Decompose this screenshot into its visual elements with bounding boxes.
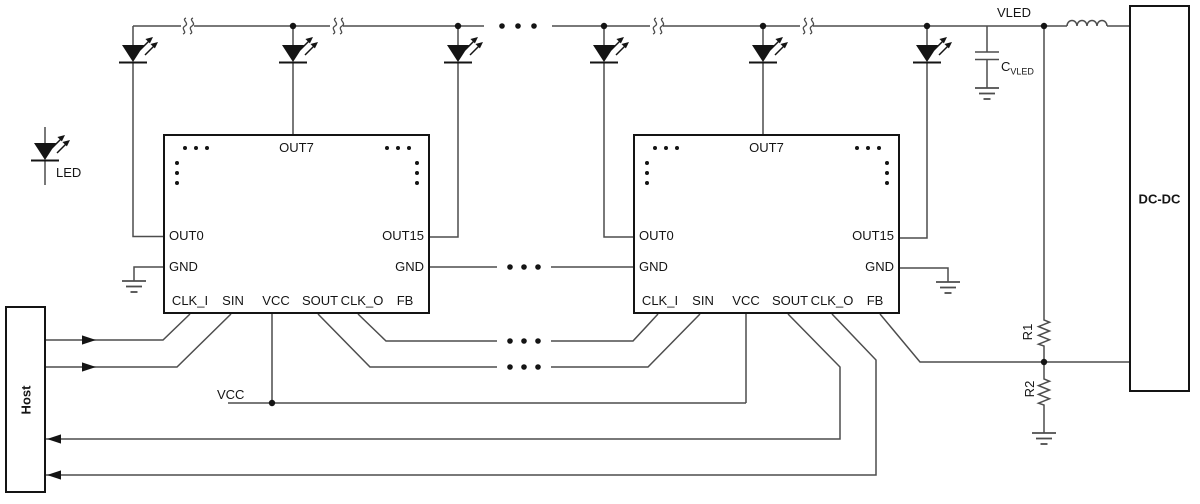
arrow-right-icon (82, 362, 96, 372)
led-string-wires (44, 26, 928, 239)
pin-clk-o: CLK_O (340, 293, 384, 308)
led-icon (118, 36, 159, 64)
pin-out0: OUT0 (639, 228, 674, 243)
vcc-rail-wire (228, 314, 747, 404)
host-block: Host (5, 306, 46, 493)
inductor-icon (1066, 19, 1108, 27)
host-rx-wires (46, 313, 877, 476)
resistor-r2-icon (1037, 376, 1051, 407)
ic-ellipsis-dots (175, 146, 889, 185)
pin-sin: SIN (692, 293, 714, 308)
rail-continuation-dots (499, 23, 537, 29)
pin-clk-o: CLK_O (810, 293, 854, 308)
pin-gnd-left: GND (639, 259, 668, 274)
ground-wires (133, 266, 949, 282)
led-legend-label: LED (56, 165, 82, 180)
ground-icon (1031, 432, 1057, 445)
wire-break-icon (802, 17, 815, 35)
gnd-continuation-dots (507, 264, 541, 270)
led-driver-ic-1: OUT7 OUT0 GND OUT15 GND CLK_I SIN VCC SO… (163, 134, 430, 314)
ground-icon (974, 87, 1000, 100)
led-icon (748, 36, 789, 64)
vcc-rail-label: VCC (217, 387, 245, 402)
pin-out15: OUT15 (382, 228, 424, 243)
pin-fb: FB (866, 293, 884, 308)
arrow-left-icon (47, 434, 61, 444)
pin-out0: OUT0 (169, 228, 204, 243)
pin-out7: OUT7 (279, 140, 314, 155)
arrow-right-icon (82, 335, 96, 345)
vled-label: VLED (997, 5, 1031, 20)
wire-break-icon (182, 17, 195, 35)
pin-fb: FB (396, 293, 414, 308)
chain-continuation-dots (507, 338, 541, 370)
r1-label: R1 (1020, 323, 1035, 341)
host-tx-wires (46, 313, 232, 368)
cvled-capacitor-icon (975, 26, 999, 88)
r2-label: R2 (1022, 380, 1037, 398)
dcdc-label: DC-DC (1138, 191, 1181, 206)
led-driver-ic-2: OUT7 OUT0 GND OUT15 GND CLK_I SIN VCC SO… (633, 134, 900, 314)
ground-icon (121, 280, 147, 293)
pin-gnd-right: GND (865, 259, 894, 274)
led-icon (443, 36, 484, 64)
feedback-wires (879, 26, 1129, 433)
pin-sout: SOUT (771, 293, 809, 308)
wire-break-icon (652, 17, 665, 35)
pin-clk-i: CLK_I (171, 293, 209, 308)
wire-break-icon (332, 17, 345, 35)
pin-vcc: VCC (732, 293, 760, 308)
pin-gnd-right: GND (395, 259, 424, 274)
led-icon (589, 36, 630, 64)
dcdc-block: DC-DC (1129, 5, 1190, 392)
led-icon (278, 36, 319, 64)
arrow-left-icon (47, 470, 61, 480)
pin-sout: SOUT (301, 293, 339, 308)
pin-clk-i: CLK_I (641, 293, 679, 308)
cvled-label: CVLED (1001, 59, 1034, 77)
led-icon (30, 134, 71, 162)
pin-vcc: VCC (262, 293, 290, 308)
pin-sin: SIN (222, 293, 244, 308)
pin-out15: OUT15 (852, 228, 894, 243)
resistor-r1-icon (1037, 317, 1051, 348)
junction-dots (268, 22, 1048, 407)
pin-out7: OUT7 (749, 140, 784, 155)
ground-icon (935, 281, 961, 294)
led-icon (912, 36, 953, 64)
daisy-chain-wires (317, 313, 701, 368)
host-label: Host (18, 385, 33, 414)
pin-gnd-left: GND (169, 259, 198, 274)
